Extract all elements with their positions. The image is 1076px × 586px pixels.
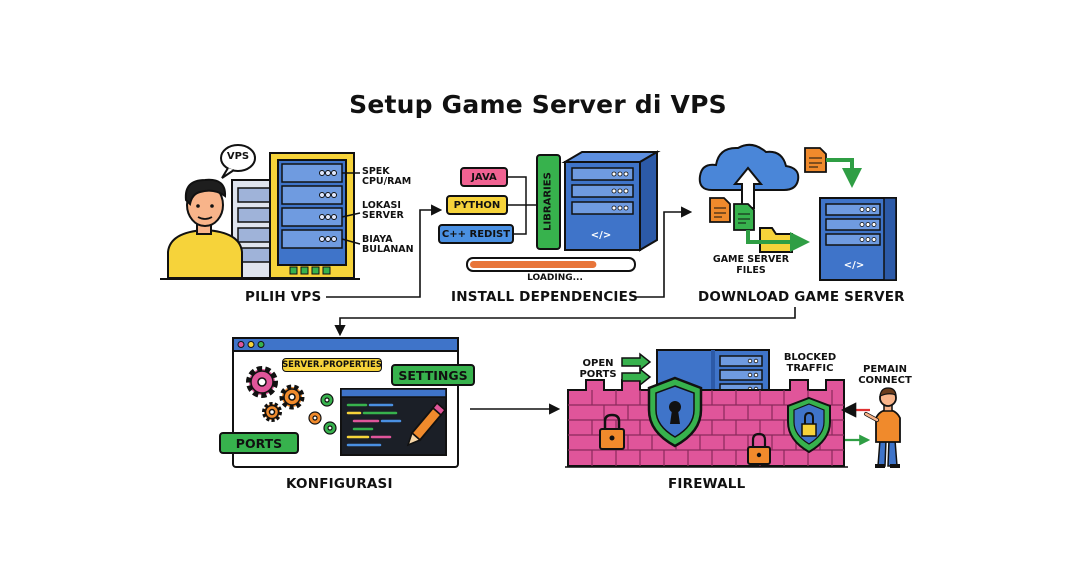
lock-icon (747, 432, 771, 465)
gear-icon (308, 411, 322, 425)
person-icon (864, 387, 901, 468)
step-download-game-server: DOWNLOAD GAME SERVER (698, 289, 905, 305)
blocked-traffic-label: BLOCKED TRAFFIC (783, 352, 837, 374)
arrow-icon (840, 402, 871, 446)
document-icon (709, 197, 731, 223)
flow-arrows (326, 204, 796, 415)
python-pill: PYTHON (446, 195, 508, 215)
spek-label: SPEK CPU/RAM (362, 166, 412, 187)
server-rack-icon (561, 150, 661, 252)
gear-icon (279, 384, 305, 410)
pemain-connect-label: PEMAIN CONNECT (858, 364, 912, 386)
arrow-icon (621, 352, 652, 387)
lock-icon (801, 411, 817, 437)
document-icon (804, 147, 827, 173)
cpp-redist-pill: C++ REDIST (438, 224, 514, 244)
server-code-glyph: </> (590, 230, 612, 241)
pencil-icon (406, 401, 447, 447)
server-rack-icon (269, 152, 355, 279)
loading-label: LOADING... (527, 273, 583, 283)
open-ports-label: OPEN PORTS (579, 358, 617, 380)
config-window-titlebar (232, 337, 459, 352)
person-icon (167, 178, 243, 279)
server-properties-pill: SERVER.PROPERTIES (282, 358, 382, 372)
lock-icon (599, 413, 625, 450)
shield-icon (647, 376, 703, 448)
ports-pill: PORTS (219, 432, 299, 454)
diagram-title: Setup Game Server di VPS (349, 90, 727, 119)
gear-icon (320, 393, 334, 407)
download-illustration (698, 143, 897, 281)
gear-icon (323, 421, 337, 435)
step-pilih-vps: PILIH VPS (245, 289, 322, 305)
document-icon (733, 203, 755, 231)
libraries-label: LIBRARIES (542, 172, 554, 231)
step-konfigurasi: KONFIGURASI (286, 476, 393, 492)
download-server-code-glyph: </> (843, 260, 865, 271)
gear-icon (262, 402, 282, 422)
speech-bubble-icon (220, 144, 256, 179)
code-editor (340, 388, 447, 456)
java-pill: JAVA (460, 167, 508, 187)
firewall-illustration (565, 349, 901, 468)
step-install-dependencies: INSTALL DEPENDENCIES (451, 289, 639, 305)
arrow-icon (746, 158, 862, 252)
gear-icon (246, 366, 278, 398)
install-illustration (466, 150, 661, 272)
biaya-label: BIAYA BULANAN (362, 234, 414, 255)
vps-bubble-label: VPS (226, 151, 250, 162)
game-server-files-label: GAME SERVER FILES (712, 254, 790, 276)
server-rack-icon (819, 197, 897, 281)
libraries-bar (536, 154, 561, 250)
settings-pill: SETTINGS (391, 364, 475, 386)
step-firewall: FIREWALL (668, 476, 746, 492)
pilih-vps-illustration (160, 144, 361, 280)
cloud-icon (698, 143, 800, 209)
lokasi-label: LOKASI SERVER (362, 200, 404, 221)
loading-bar-fill (470, 261, 597, 268)
